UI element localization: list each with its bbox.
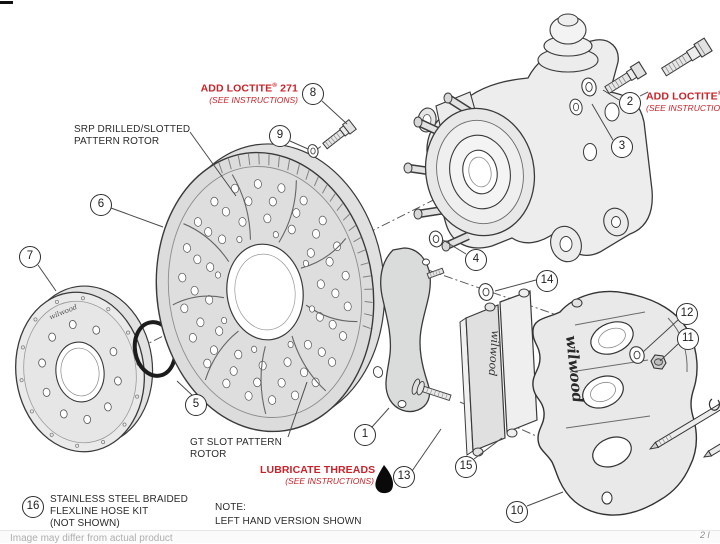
label-gt-rotor: GT SLOT PATTERN ROTOR bbox=[190, 437, 282, 460]
callout-15: 15 bbox=[455, 456, 477, 478]
callout-10: 10 bbox=[506, 501, 528, 523]
callout-7: 7 bbox=[19, 246, 41, 268]
callout-13: 13 bbox=[393, 466, 415, 488]
rotor-hat: wilwood bbox=[15, 285, 154, 453]
corner-mark bbox=[0, 1, 13, 4]
caliper-mount-bolt-2 bbox=[703, 434, 720, 458]
washer-9 bbox=[307, 144, 319, 158]
callout-8: 8 bbox=[302, 83, 324, 105]
washer-14 bbox=[478, 283, 494, 301]
brake-rotor bbox=[155, 143, 386, 433]
caliper-bracket bbox=[372, 247, 452, 413]
retaining-clip bbox=[708, 398, 720, 411]
loctite-note-right: ADD LOCTITE® 271 (SEE INSTRUCTIONS) bbox=[646, 90, 720, 113]
brake-caliper: wilwood bbox=[532, 290, 698, 516]
footer-strip bbox=[0, 530, 720, 543]
callout-1: 1 bbox=[354, 424, 376, 446]
callout-6: 6 bbox=[90, 194, 112, 216]
bracket-stud-13 bbox=[411, 378, 452, 401]
callout-14: 14 bbox=[536, 270, 558, 292]
callout-9: 9 bbox=[269, 125, 291, 147]
label-hose-kit: STAINLESS STEEL BRAIDED FLEXLINE HOSE KI… bbox=[50, 494, 188, 529]
washer-12 bbox=[629, 346, 645, 364]
callout-3: 3 bbox=[611, 136, 633, 158]
callout-11: 11 bbox=[677, 328, 699, 350]
corner-bolt bbox=[660, 37, 713, 77]
callout-2: 2 bbox=[619, 92, 641, 114]
brake-pads: wilwood bbox=[459, 288, 538, 457]
callout-16: 16 bbox=[22, 496, 44, 518]
loctite-bolt-8 bbox=[322, 119, 357, 150]
steering-knuckle bbox=[403, 13, 653, 263]
callout-12: 12 bbox=[676, 303, 698, 325]
loctite-bolt-2 bbox=[604, 61, 648, 95]
wheel-hub bbox=[403, 92, 536, 252]
footer-page-fragment: 2 l bbox=[700, 530, 710, 540]
leader-lines bbox=[37, 89, 679, 507]
footer-caption: Image may differ from actual product bbox=[10, 533, 173, 544]
washer-4 bbox=[428, 230, 444, 248]
label-note: NOTE: LEFT HAND VERSION SHOWN bbox=[215, 502, 362, 527]
label-srp-rotor: SRP DRILLED/SLOTTED PATTERN ROTOR bbox=[74, 124, 191, 147]
callout-5: 5 bbox=[185, 394, 207, 416]
pad-logo: wilwood bbox=[486, 330, 502, 377]
washer-3 bbox=[569, 77, 597, 116]
caliper-mount-bolt bbox=[648, 398, 720, 450]
loctite-note-left: ADD LOCTITE® 271 (SEE INSTRUCTIONS) bbox=[200, 82, 298, 105]
lubricate-note: LUBRICATE THREADS (SEE INSTRUCTIONS) bbox=[260, 464, 376, 486]
callout-4: 4 bbox=[465, 249, 487, 271]
lubricant-drop-icon bbox=[375, 465, 393, 494]
